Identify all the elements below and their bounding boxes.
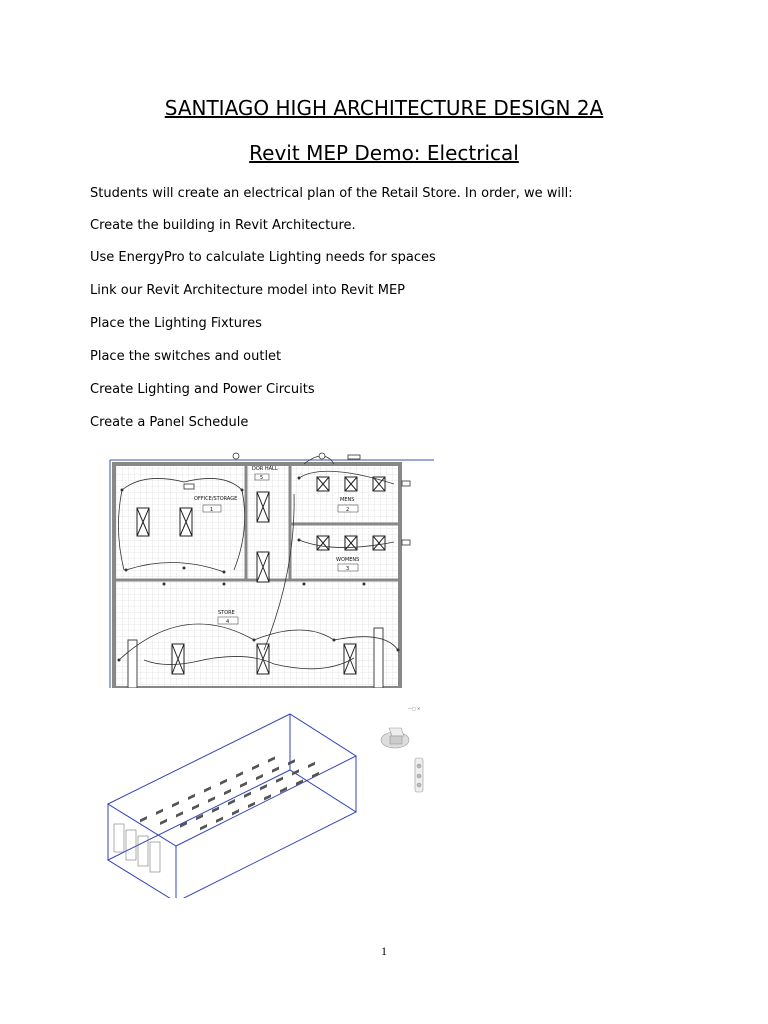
light-fixture [172, 801, 179, 808]
light-fixture [236, 771, 243, 778]
light-fixture [212, 806, 219, 813]
step-item: Create a Panel Schedule [90, 415, 249, 430]
step-item: Place the switches and outlet [90, 349, 282, 364]
room-number: 4 [226, 619, 229, 625]
room-label: STORE [218, 610, 235, 616]
light-fixture [200, 824, 207, 831]
electrical-floor-plan: OFFICE/STORAGE 1 DOR HALL 5 MENS 2 WOMEN… [109, 452, 434, 688]
isometric-3d-view: —□ ✕ [106, 706, 424, 898]
view-cube-icon: —□ ✕ [380, 706, 420, 749]
room-label: OFFICE/STORAGE [194, 496, 237, 502]
light-fixture [280, 786, 287, 794]
light-fixture [244, 791, 251, 798]
light-fixture [292, 769, 299, 776]
light-fixture [216, 816, 223, 823]
step-item: Place the Lighting Fixtures [90, 316, 262, 331]
page-number: 1 [381, 944, 387, 958]
room-label: MENS [340, 497, 354, 503]
room-number: 3 [346, 566, 349, 572]
room-number: 5 [260, 475, 263, 481]
step-item: Link our Revit Architecture model into R… [90, 283, 406, 298]
light-fixture [276, 776, 283, 783]
intro-paragraph: Students will create an electrical plan … [90, 186, 573, 201]
light-fixture [268, 756, 275, 763]
room-number: 1 [210, 507, 213, 513]
light-fixture [140, 816, 147, 823]
document-subtitle: Revit MEP Demo: Electrical [249, 141, 519, 165]
light-fixture [220, 778, 227, 786]
light-fixture [264, 794, 271, 801]
light-fixture [176, 811, 183, 818]
step-item: Use EnergyPro to calculate Lighting need… [90, 250, 436, 265]
light-fixture [180, 821, 187, 828]
light-fixture [228, 799, 235, 806]
light-fixture [252, 763, 259, 771]
light-fixture [224, 788, 231, 796]
light-fixture [160, 818, 167, 826]
light-fixture [256, 773, 263, 781]
light-fixture [188, 793, 195, 800]
light-fixture [248, 801, 255, 808]
light-fixture [288, 759, 295, 766]
step-item: Create Lighting and Power Circuits [90, 382, 315, 397]
light-fixture [196, 813, 203, 821]
light-fixture [192, 803, 199, 811]
light-fixture [240, 781, 247, 788]
room-number: 2 [346, 507, 349, 513]
navigation-bar-icon [414, 757, 424, 793]
light-fixture [260, 784, 267, 791]
light-fixture [272, 766, 279, 773]
light-fixture [156, 808, 163, 815]
light-fixture [312, 771, 319, 779]
light-fixture [232, 809, 239, 816]
light-fixture [208, 796, 215, 803]
svg-text:—□ ✕: —□ ✕ [408, 706, 420, 711]
light-fixtures [136, 476, 386, 675]
step-item: Create the building in Revit Architectur… [90, 218, 356, 233]
light-fixture [308, 761, 315, 769]
document-title: SANTIAGO HIGH ARCHITECTURE DESIGN 2A [164, 96, 604, 120]
light-fixture [204, 786, 211, 793]
room-label: DOR HALL [252, 466, 278, 472]
room-label: WOMENS [336, 557, 359, 563]
light-fixture [296, 779, 303, 786]
